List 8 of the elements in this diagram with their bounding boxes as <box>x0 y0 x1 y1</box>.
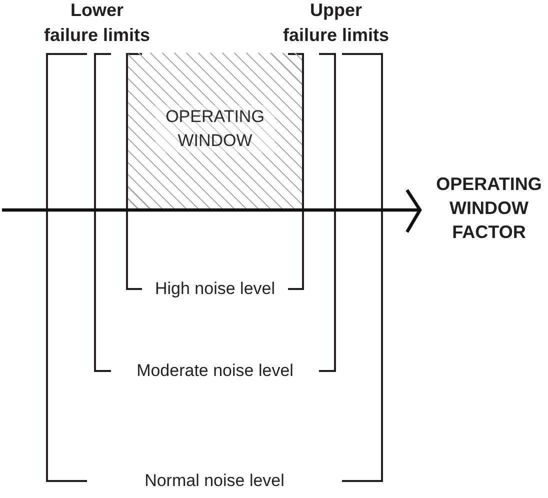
window-label: OPERATING WINDOW <box>155 105 275 153</box>
bracket-label: High noise level <box>155 278 275 300</box>
hatched-window <box>128 53 302 210</box>
bracket-label: Normal noise level <box>144 470 284 492</box>
axis-label: OPERATING WINDOW FACTOR <box>435 173 543 244</box>
limit-label: Upper failure limits <box>282 0 390 47</box>
limit-label: Lower failure limits <box>42 0 152 47</box>
bracket-label: Moderate noise level <box>136 360 294 382</box>
